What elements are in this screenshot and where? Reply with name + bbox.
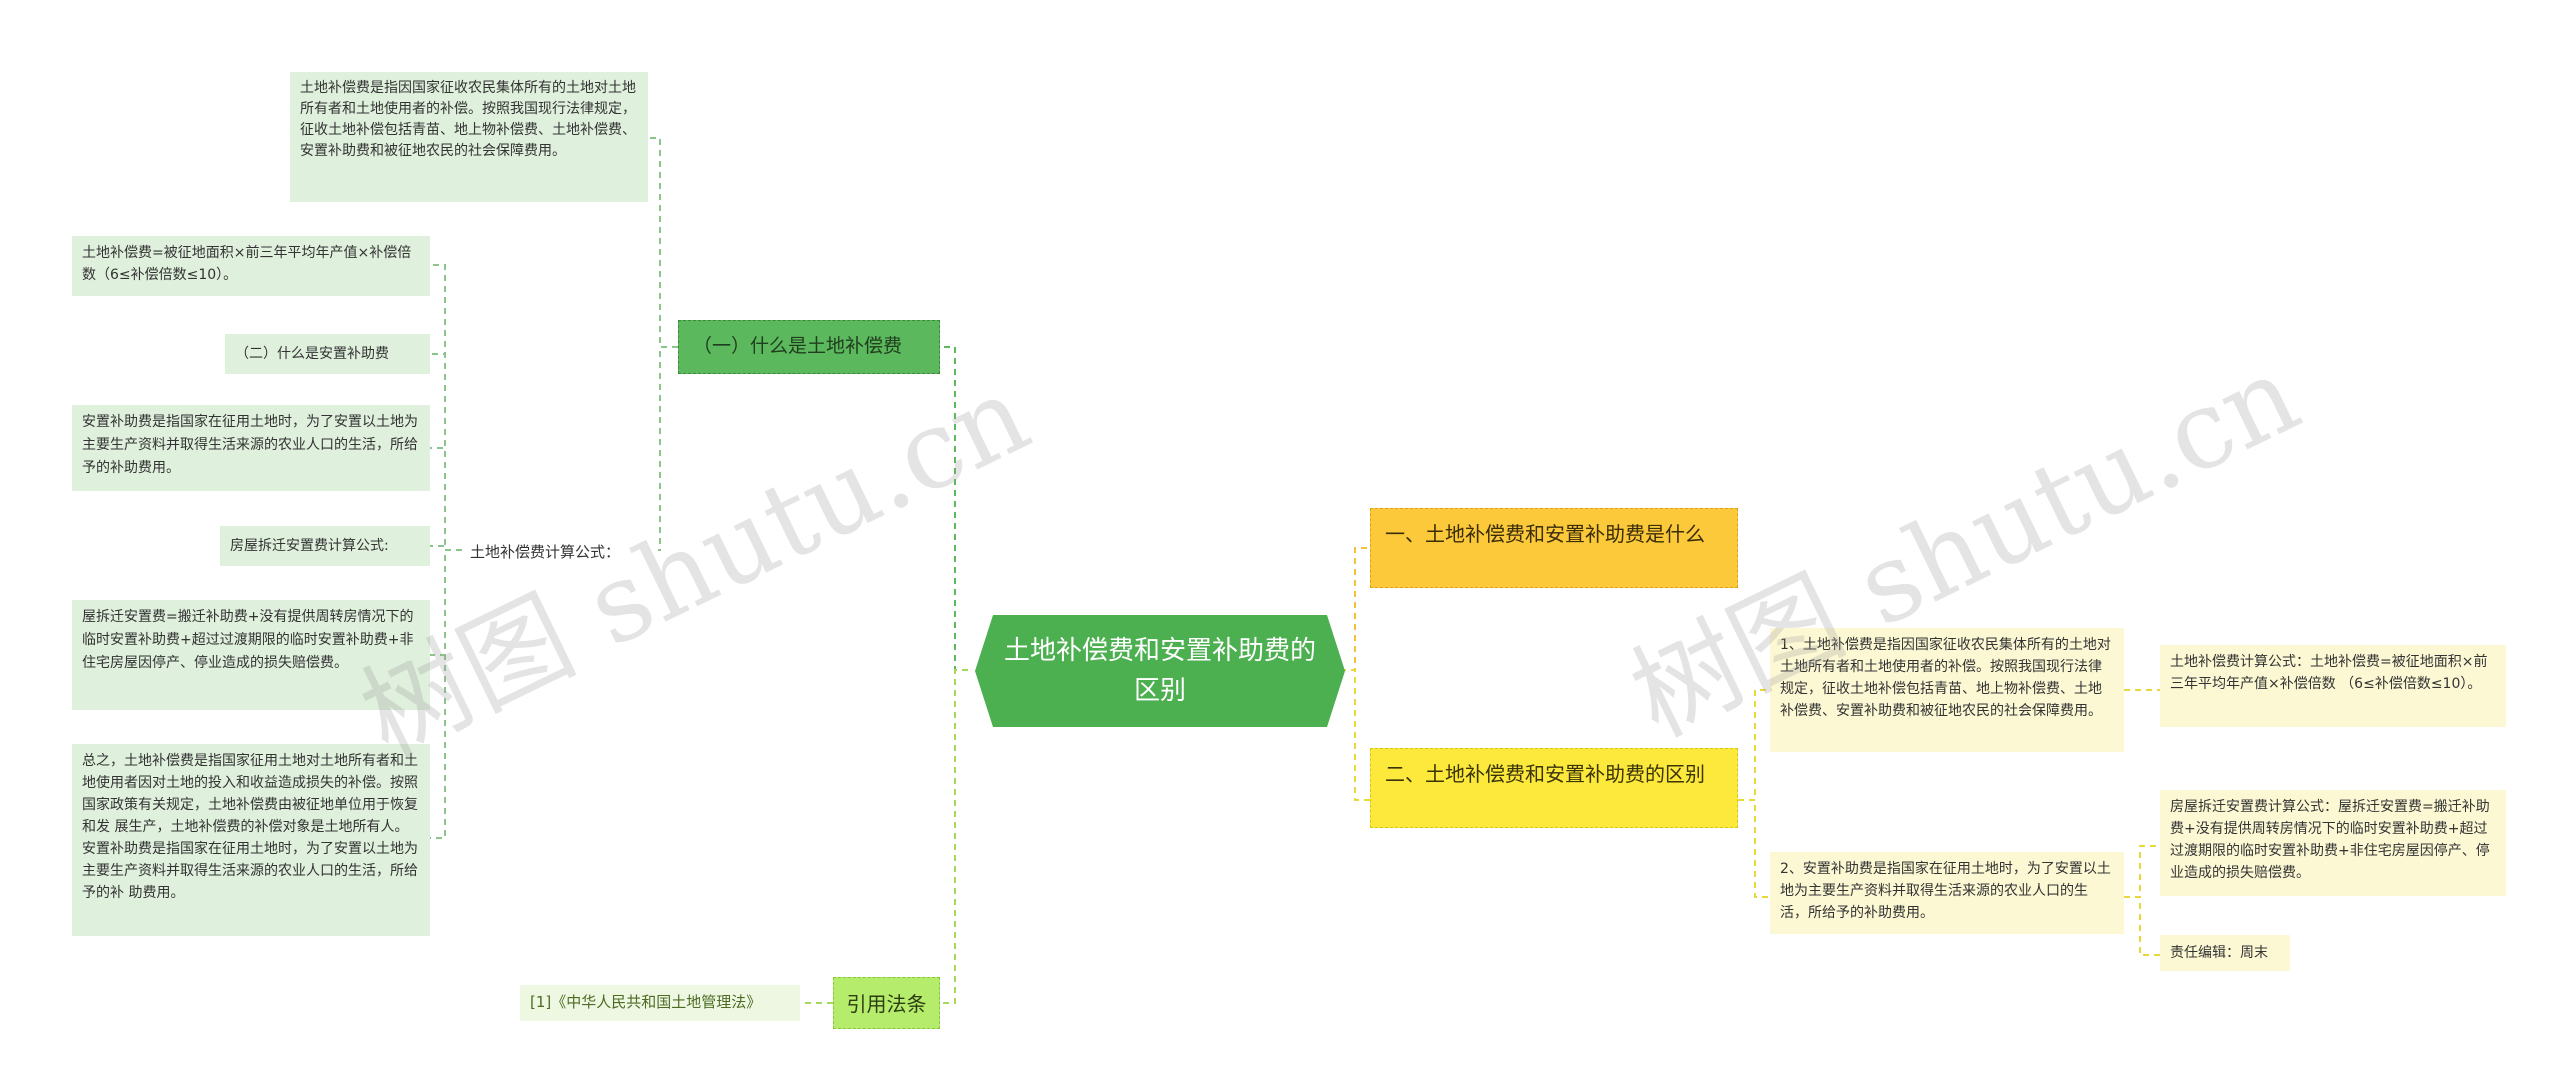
leaf-land-compensation-definition[interactable]: 土地补偿费是指因国家征收农民集体所有的土地对土地所有者和土地使用者的补偿。按照我… — [290, 72, 648, 202]
root-topic[interactable]: 土地补偿费和安置补助费的区别 — [975, 615, 1345, 727]
leaf-what-is-resettlement[interactable]: （二）什么是安置补助费 — [225, 334, 430, 374]
leaf-text: 总之，土地补偿费是指国家征用土地对土地所有者和土地使用者因对土地的投入和收益造成… — [82, 753, 418, 901]
branch-label: 引用法条 — [846, 992, 927, 1016]
branch-citation[interactable]: 引用法条 — [833, 977, 940, 1029]
leaf-text: 责任编辑：周末 — [2170, 945, 2268, 961]
leaf-text: 安置补助费是指国家在征用土地时，为了安置以土地为主要生产资料并取得生活来源的农业… — [82, 414, 418, 476]
leaf-text: 土地补偿费=被征地面积×前三年平均年产值×补偿倍数（6≤补偿倍数≤10）。 — [82, 245, 412, 283]
calc-label-text: 土地补偿费计算公式： — [470, 543, 621, 561]
leaf-text: 土地补偿费是指因国家征收农民集体所有的土地对土地所有者和土地使用者的补偿。按照我… — [300, 80, 636, 159]
branch-differences[interactable]: 二、土地补偿费和安置补助费的区别 — [1370, 748, 1738, 828]
branch-what-is-land-compensation[interactable]: （一）什么是土地补偿费 — [678, 320, 940, 374]
leaf-text: 屋拆迁安置费=搬迁补助费+没有提供周转房情况下的临时安置补助费+超过过渡期限的临… — [82, 609, 414, 671]
leaf-text: 土地补偿费计算公式：土地补偿费=被征地面积×前三年平均年产值×补偿倍数 （6≤补… — [2170, 654, 2488, 692]
citation-text: [1]《中华人民共和国土地管理法》 — [530, 993, 762, 1011]
leaf-text: 房屋拆迁安置费计算公式：屋拆迁安置费=搬迁补助费+没有提供周转房情况下的临时安置… — [2170, 799, 2490, 881]
calc-formula-label[interactable]: 土地补偿费计算公式： — [462, 537, 658, 565]
leaf-point1[interactable]: 1、土地补偿费是指因国家征收农民集体所有的土地对土地所有者和土地使用者的补偿。按… — [1770, 628, 2124, 752]
leaf-summary[interactable]: 总之，土地补偿费是指国家征用土地对土地所有者和土地使用者因对土地的投入和收益造成… — [72, 744, 430, 936]
branch-what-are-they[interactable]: 一、土地补偿费和安置补助费是什么 — [1370, 508, 1738, 588]
leaf-house-formula[interactable]: 屋拆迁安置费=搬迁补助费+没有提供周转房情况下的临时安置补助费+超过过渡期限的临… — [72, 600, 430, 710]
leaf-land-compensation-formula[interactable]: 土地补偿费=被征地面积×前三年平均年产值×补偿倍数（6≤补偿倍数≤10）。 — [72, 236, 430, 296]
branch-label: 一、土地补偿费和安置补助费是什么 — [1385, 522, 1705, 546]
root-title: 土地补偿费和安置补助费的区别 — [1003, 636, 1316, 706]
leaf-resettlement-definition[interactable]: 安置补助费是指国家在征用土地时，为了安置以土地为主要生产资料并取得生活来源的农业… — [72, 405, 430, 491]
root-shape — [975, 615, 1345, 727]
leaf-point1-formula[interactable]: 土地补偿费计算公式：土地补偿费=被征地面积×前三年平均年产值×补偿倍数 （6≤补… — [2160, 645, 2506, 727]
leaf-text: 2、安置补助费是指国家在征用土地时，为了安置以土地为主要生产资料并取得生活来源的… — [1780, 861, 2111, 921]
leaf-text: 1、土地补偿费是指因国家征收农民集体所有的土地对土地所有者和土地使用者的补偿。按… — [1780, 637, 2111, 719]
citation-land-admin-law[interactable]: [1]《中华人民共和国土地管理法》 — [520, 985, 800, 1021]
leaf-editor[interactable]: 责任编辑：周末 — [2160, 935, 2290, 971]
leaf-text: （二）什么是安置补助费 — [235, 346, 389, 362]
leaf-text: 房屋拆迁安置费计算公式: — [230, 538, 389, 554]
leaf-point2[interactable]: 2、安置补助费是指国家在征用土地时，为了安置以土地为主要生产资料并取得生活来源的… — [1770, 852, 2124, 934]
leaf-house-formula-label[interactable]: 房屋拆迁安置费计算公式: — [220, 526, 430, 566]
leaf-point2-formula[interactable]: 房屋拆迁安置费计算公式：屋拆迁安置费=搬迁补助费+没有提供周转房情况下的临时安置… — [2160, 790, 2506, 896]
branch-label: （一）什么是土地补偿费 — [693, 335, 903, 357]
branch-label: 二、土地补偿费和安置补助费的区别 — [1385, 762, 1705, 786]
